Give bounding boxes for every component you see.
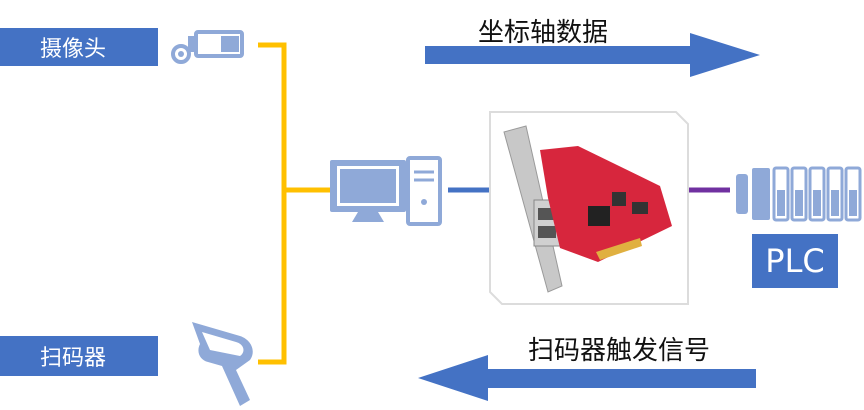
coordinate-data-label: 坐标轴数据 — [478, 18, 609, 48]
arrow-right — [425, 33, 760, 77]
plc-label: PLC — [752, 234, 838, 288]
connector-lines — [258, 42, 330, 365]
io-card-image — [489, 111, 689, 305]
computer-icon — [330, 156, 442, 226]
scanner-trigger-label: 扫码器触发信号 — [528, 336, 711, 366]
barcode-scanner-icon — [192, 322, 253, 406]
camera-label: 摄像头 — [0, 28, 158, 66]
arrow-left — [418, 355, 756, 401]
camera-icon — [171, 30, 244, 64]
scanner-label: 扫码器 — [0, 336, 158, 376]
plc-icon — [736, 166, 862, 222]
